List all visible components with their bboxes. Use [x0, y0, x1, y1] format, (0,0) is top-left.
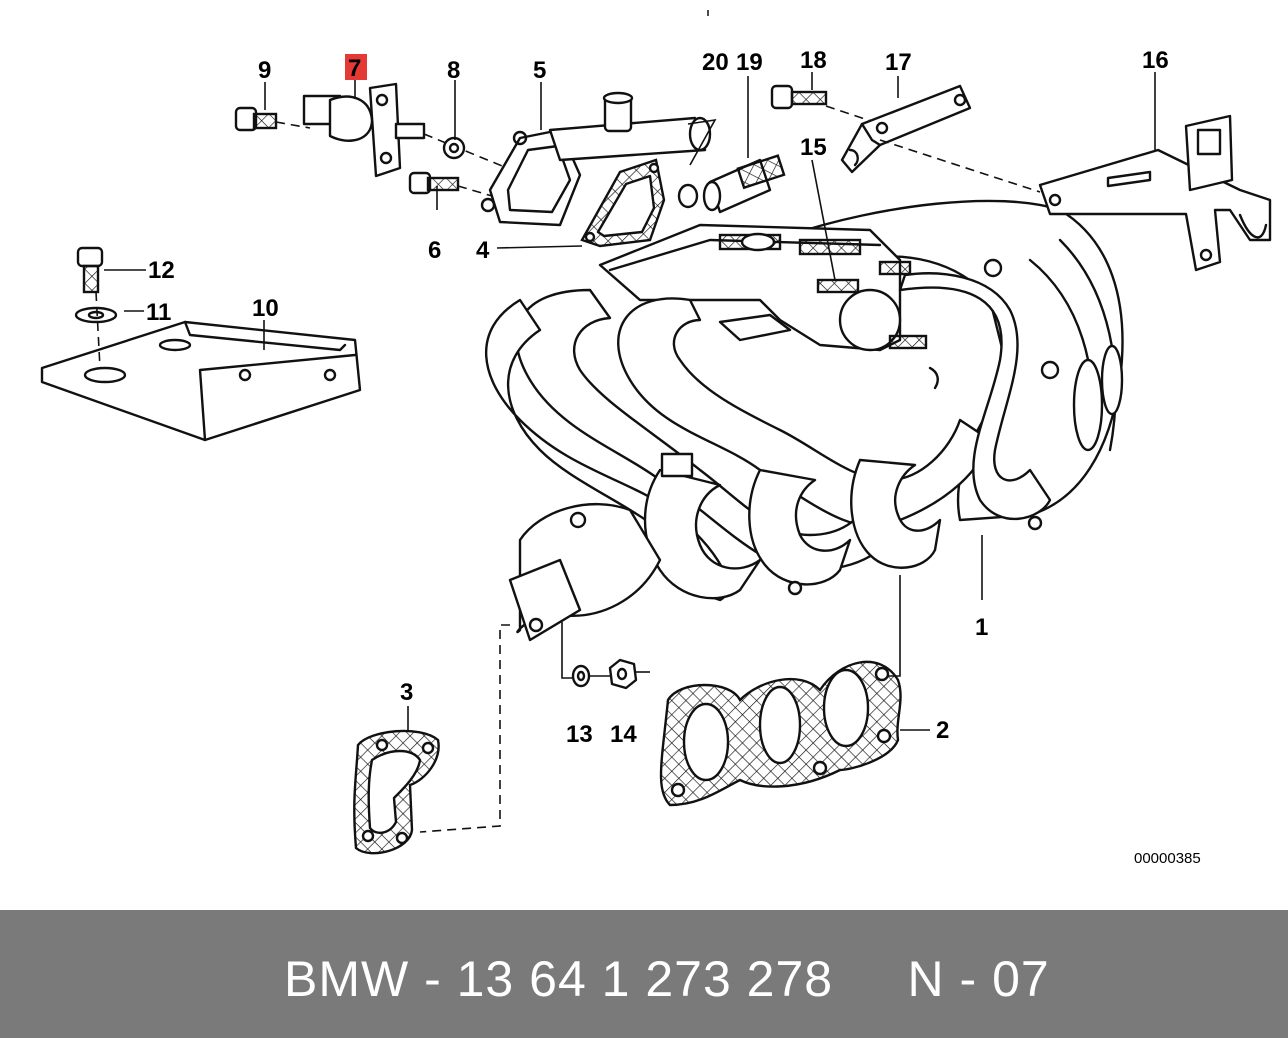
ring-part-20 [677, 183, 699, 209]
parts-diagram: 1 2 3 4 5 6 7 8 9 10 11 12 13 14 15 16 1… [40, 10, 1272, 867]
intake-manifold [484, 199, 1124, 642]
callout-6[interactable]: 6 [428, 237, 441, 264]
callout-3[interactable]: 3 [400, 679, 413, 706]
coolant-housing-part-5 [480, 91, 712, 227]
callout-11[interactable]: 11 [146, 299, 171, 326]
callout-9[interactable]: 9 [258, 57, 271, 84]
gasket-part-2 [659, 660, 902, 807]
callout-2[interactable]: 2 [936, 717, 949, 744]
callout-10[interactable]: 10 [252, 295, 279, 322]
diagram-code: 00000385 [1134, 850, 1201, 867]
callout-15[interactable]: 15 [800, 134, 827, 161]
callout-14[interactable]: 14 [610, 721, 637, 748]
gasket-part-3 [353, 729, 440, 855]
bolt-part-18 [770, 84, 828, 110]
washer-part-11 [74, 306, 118, 324]
highlight-box-part-7 [345, 54, 367, 80]
bolt-part-12 [76, 246, 104, 294]
bolt-part-9 [234, 106, 278, 132]
callout-13[interactable]: 13 [566, 721, 593, 748]
part-number-label: BMW - 13 64 1 273 278 N - 07 [284, 951, 1050, 1007]
callout-7[interactable]: 7 [348, 55, 361, 82]
callout-8[interactable]: 8 [447, 57, 460, 84]
callout-18[interactable]: 18 [800, 47, 827, 74]
callout-20[interactable]: 20 [702, 49, 729, 76]
callout-19[interactable]: 19 [736, 49, 763, 76]
bracket-part-16 [1038, 114, 1272, 272]
callout-17[interactable]: 17 [885, 49, 912, 76]
callout-12[interactable]: 12 [148, 257, 175, 284]
washer-part-13 [571, 664, 591, 688]
footer-bar [0, 910, 1288, 1038]
callout-1[interactable]: 1 [975, 614, 988, 641]
stud-part-19 [702, 154, 786, 214]
bolt-part-6 [408, 171, 460, 195]
nut-part-14 [608, 658, 638, 690]
stud-part-15 [816, 260, 928, 350]
bracket-part-10 [40, 320, 362, 442]
callout-4[interactable]: 4 [476, 237, 490, 264]
callout-5[interactable]: 5 [533, 57, 546, 84]
gasket-part-4 [580, 158, 666, 248]
ring-part-8 [442, 136, 466, 160]
callout-16[interactable]: 16 [1142, 47, 1169, 74]
bracket-part-17 [840, 84, 972, 174]
idle-valve-part-7 [302, 82, 426, 178]
